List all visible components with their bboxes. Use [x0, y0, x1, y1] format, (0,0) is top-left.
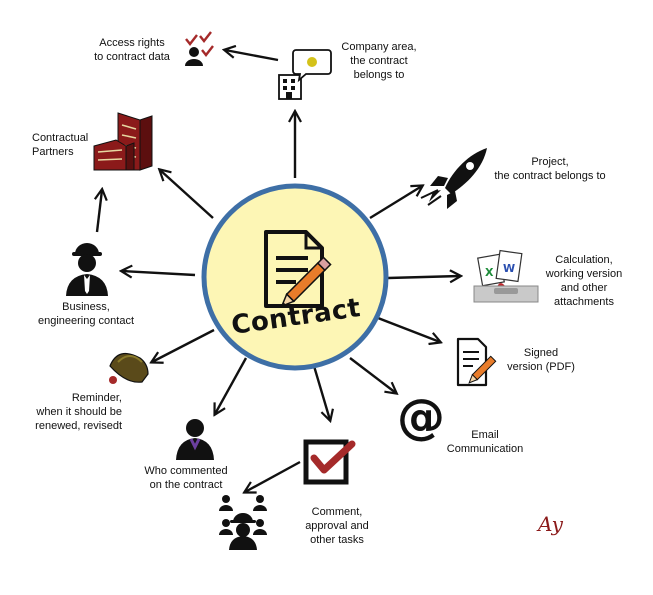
arrow-who-commented	[215, 357, 248, 414]
label-company-area: Company area, the contract belongs to	[341, 41, 417, 81]
arrow-calculation	[387, 276, 460, 278]
person-icon	[176, 419, 214, 460]
author-signature: Ay	[538, 512, 563, 536]
svg-text:W: W	[503, 262, 515, 275]
label-calculation: Calculation, working version and other a…	[545, 254, 623, 308]
bell-icon	[109, 352, 149, 384]
label-signed-version: Signed version (PDF)	[507, 347, 575, 373]
user-checkmarks-icon	[185, 31, 214, 66]
engineer-person-icon	[66, 243, 108, 296]
arrow-business-contact	[122, 271, 196, 275]
arrow-signed-version	[377, 316, 440, 342]
arrow-contractual-partners	[160, 170, 214, 219]
label-who-commented: Who commented on the contract	[144, 465, 228, 491]
checkbox-icon	[303, 439, 356, 485]
at-sign-icon: @	[397, 389, 445, 445]
arrow-partners-from-engineer	[97, 190, 102, 233]
connector-arrows	[97, 50, 460, 492]
svg-text:X: X	[485, 266, 494, 279]
label-project: Project, the contract belongs to	[494, 156, 606, 182]
attachment-files-icon: X W	[473, 249, 539, 303]
office-buildings-icon	[93, 112, 153, 171]
rocket-icon	[420, 148, 487, 209]
svg-text:@: @	[397, 389, 445, 445]
contract-document-icon	[264, 230, 332, 308]
arrow-access-rights	[225, 50, 279, 62]
arrow-team	[245, 460, 301, 492]
team-people-icon	[219, 495, 267, 550]
arrow-reminder	[152, 328, 215, 362]
arrow-project	[369, 186, 422, 220]
arrow-email	[349, 357, 396, 393]
label-comment-tasks: Comment, approval and other tasks	[305, 506, 369, 546]
label-email: Email Communication	[446, 429, 524, 455]
document-pencil-icon	[456, 337, 497, 387]
building-speech-bubble-icon	[278, 49, 332, 100]
label-contractual-partners: Contractual Partners	[32, 132, 89, 158]
label-reminder: Reminder, when it should be renewed, rev…	[35, 392, 122, 432]
label-access-rights: Access rights to contract data	[94, 37, 170, 63]
label-business-contact: Business, engineering contact	[37, 301, 134, 327]
arrow-comment-tasks	[312, 365, 330, 420]
